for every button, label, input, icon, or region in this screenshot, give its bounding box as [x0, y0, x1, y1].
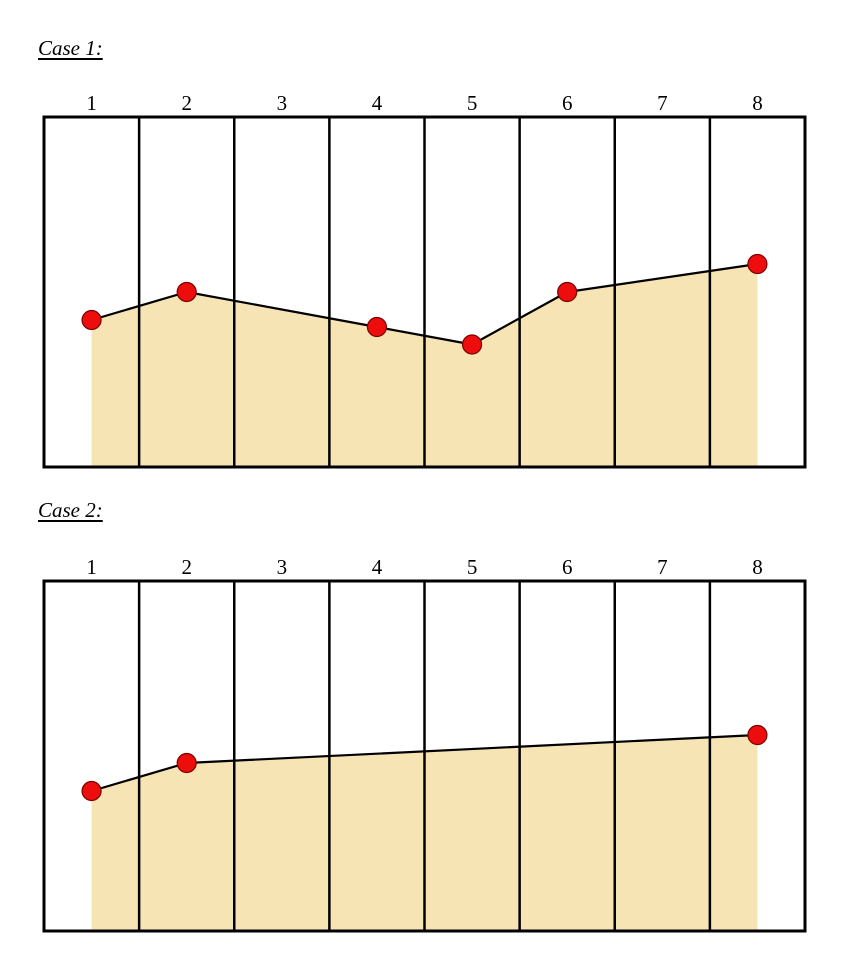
- case-2-title: Case 2:: [38, 498, 103, 522]
- connecting-line: [91, 262, 758, 346]
- data-point-col-2: [176, 752, 197, 774]
- case-1-title: Case 1:: [38, 36, 103, 60]
- data-point-col-8: [747, 253, 768, 275]
- column-label-1: 1: [86, 555, 97, 579]
- column-label-8: 8: [752, 91, 763, 115]
- case-2-diagram: 1 2 3 4 5 6 7 8: [42, 555, 807, 933]
- column-label-5: 5: [467, 91, 478, 115]
- data-point-col-6: [557, 281, 578, 303]
- diagram-frame: [42, 579, 807, 933]
- diagram-frame: [42, 115, 807, 469]
- data-point-col-1: [81, 780, 102, 802]
- column-label-4: 4: [372, 91, 383, 115]
- column-label-1: 1: [86, 91, 97, 115]
- column-label-4: 4: [372, 555, 383, 579]
- data-point-col-5: [461, 334, 483, 355]
- column-label-6: 6: [562, 555, 573, 579]
- data-point-col-2: [176, 281, 197, 303]
- data-point-col-4: [366, 316, 388, 338]
- case-1-diagram: 1 2 3 4 5 6 7 8: [42, 91, 807, 469]
- column-label-6: 6: [562, 91, 573, 115]
- column-label-3: 3: [277, 91, 288, 115]
- column-label-5: 5: [467, 555, 478, 579]
- column-label-7: 7: [657, 555, 668, 579]
- column-label-8: 8: [752, 555, 763, 579]
- column-label-2: 2: [181, 91, 192, 115]
- data-point-col-1: [81, 309, 102, 331]
- column-label-2: 2: [181, 555, 192, 579]
- data-point-col-8: [747, 724, 768, 746]
- column-label-3: 3: [277, 555, 288, 579]
- column-label-7: 7: [657, 91, 668, 115]
